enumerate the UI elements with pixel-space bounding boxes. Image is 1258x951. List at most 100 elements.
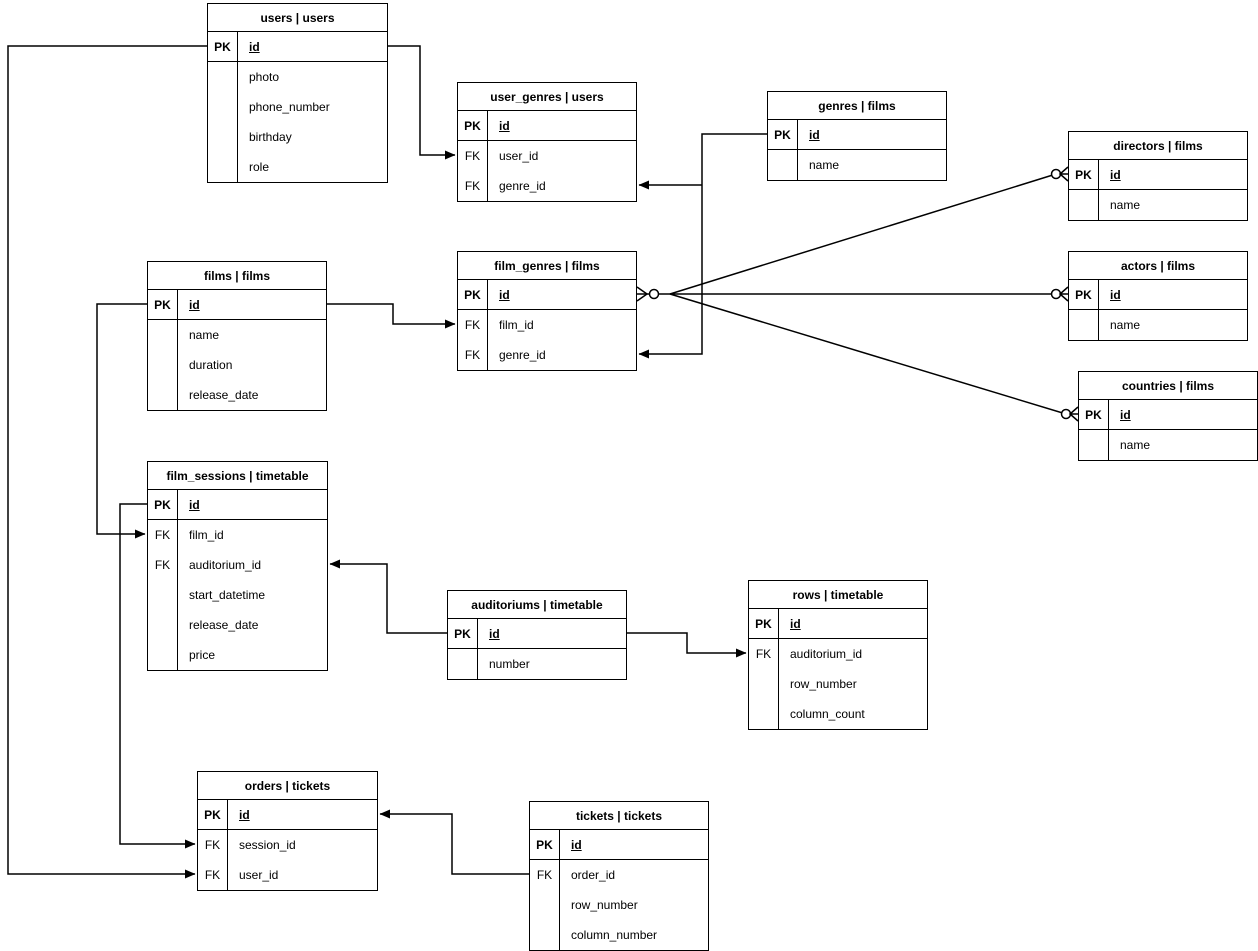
column-row: phone_number <box>208 92 387 122</box>
crow-foot-directors-icon <box>1058 166 1069 182</box>
key-badge: FK <box>458 340 488 370</box>
table-auditoriums[interactable]: auditoriums | timetable PK id number <box>447 590 627 680</box>
column-row: column_number <box>530 920 708 950</box>
column-name: genre_id <box>499 179 546 193</box>
column-name: name <box>1110 198 1141 212</box>
table-title: genres | films <box>768 92 946 120</box>
pk-badge: PK <box>208 32 238 61</box>
key-badge <box>148 610 178 640</box>
column-row: FK auditorium_id <box>749 639 927 669</box>
table-title: directors | films <box>1069 132 1247 160</box>
pk-badge: PK <box>1079 400 1109 429</box>
column-name: name <box>1120 438 1151 452</box>
table-actors[interactable]: actors | films PK id name <box>1068 251 1248 341</box>
table-tickets[interactable]: tickets | tickets PK id FK order_id row_… <box>529 801 709 951</box>
table-title: tickets | tickets <box>530 802 708 830</box>
key-badge: FK <box>458 310 488 340</box>
column-row: FK genre_id <box>458 171 636 201</box>
key-badge <box>208 122 238 152</box>
table-orders[interactable]: orders | tickets PK id FK session_id FK … <box>197 771 378 891</box>
column-row: FK film_id <box>458 310 636 340</box>
key-badge <box>530 890 560 920</box>
table-genres[interactable]: genres | films PK id name <box>767 91 947 181</box>
key-badge: FK <box>458 141 488 171</box>
column-row: name <box>768 150 946 180</box>
table-directors[interactable]: directors | films PK id name <box>1068 131 1248 221</box>
pk-badge: PK <box>448 619 478 648</box>
rel-film-genres-to-directors <box>669 173 1057 295</box>
column-name: film_id <box>189 528 224 542</box>
key-badge: FK <box>148 520 178 550</box>
pk-column-name: id <box>239 807 250 822</box>
column-row: name <box>1069 310 1247 340</box>
column-name: photo <box>249 70 280 84</box>
pk-row: PK id <box>1069 160 1247 190</box>
column-name: name <box>189 328 220 342</box>
pk-column-name: id <box>1110 287 1121 302</box>
table-countries[interactable]: countries | films PK id name <box>1078 371 1258 461</box>
table-users[interactable]: users | users PK id photo phone_number b… <box>207 3 388 183</box>
pk-column-name: id <box>571 837 582 852</box>
table-rows[interactable]: rows | timetable PK id FK auditorium_id … <box>748 580 928 730</box>
column-row: FK order_id <box>530 860 708 890</box>
column-name: phone_number <box>249 100 330 114</box>
key-badge <box>208 62 238 92</box>
rel-tickets-to-orders <box>379 809 529 875</box>
pk-column-name: id <box>189 497 200 512</box>
table-title: film_sessions | timetable <box>148 462 327 490</box>
pk-badge: PK <box>1069 280 1099 309</box>
column-name: auditorium_id <box>189 558 262 572</box>
key-badge: FK <box>148 550 178 580</box>
pk-row: PK id <box>458 111 636 141</box>
pk-column-name: id <box>1120 407 1131 422</box>
table-film-sessions[interactable]: film_sessions | timetable PK id FK film_… <box>147 461 328 671</box>
rel-genres-to-film-genres <box>638 133 767 359</box>
column-row: FK auditorium_id <box>148 550 327 580</box>
column-row: name <box>1079 430 1257 460</box>
key-badge: FK <box>198 830 228 860</box>
column-name: user_id <box>499 149 539 163</box>
key-badge: FK <box>458 171 488 201</box>
pk-column-name: id <box>249 39 260 54</box>
table-title: film_genres | films <box>458 252 636 280</box>
pk-badge: PK <box>198 800 228 829</box>
table-film-genres[interactable]: film_genres | films PK id FK film_id FK … <box>457 251 637 371</box>
column-name: release_date <box>189 618 259 632</box>
key-badge <box>749 669 779 699</box>
table-user-genres[interactable]: user_genres | users PK id FK user_id FK … <box>457 82 637 202</box>
column-row: row_number <box>530 890 708 920</box>
column-name: session_id <box>239 838 296 852</box>
key-badge <box>208 152 238 182</box>
pk-row: PK id <box>749 609 927 639</box>
pk-row: PK id <box>768 120 946 150</box>
key-badge <box>148 580 178 610</box>
column-row: FK user_id <box>458 141 636 171</box>
column-name: auditorium_id <box>790 647 863 661</box>
crow-foot-actors-icon <box>1058 286 1069 302</box>
table-films[interactable]: films | films PK id name duration releas… <box>147 261 327 411</box>
column-row: name <box>148 320 326 350</box>
pk-badge: PK <box>148 290 178 319</box>
pk-row: PK id <box>1069 280 1247 310</box>
pk-row: PK id <box>208 32 387 62</box>
column-row: birthday <box>208 122 387 152</box>
column-name: role <box>249 160 270 174</box>
column-name: row_number <box>571 898 638 912</box>
column-name: column_number <box>571 928 658 942</box>
zero-circle-film-genres-icon <box>648 288 660 300</box>
pk-badge: PK <box>458 111 488 140</box>
crow-foot-film-genres-icon <box>636 286 649 302</box>
column-row: FK session_id <box>198 830 377 860</box>
column-row: role <box>208 152 387 182</box>
rel-film-sessions-to-orders <box>119 503 196 849</box>
key-badge <box>148 380 178 410</box>
rel-users-to-user-genres <box>388 45 456 160</box>
column-row: FK user_id <box>198 860 377 890</box>
key-badge: FK <box>530 860 560 890</box>
key-badge <box>768 150 798 180</box>
rel-auditoriums-to-rows <box>627 632 747 658</box>
column-row: release_date <box>148 380 326 410</box>
column-name: film_id <box>499 318 534 332</box>
pk-row: PK id <box>1079 400 1257 430</box>
